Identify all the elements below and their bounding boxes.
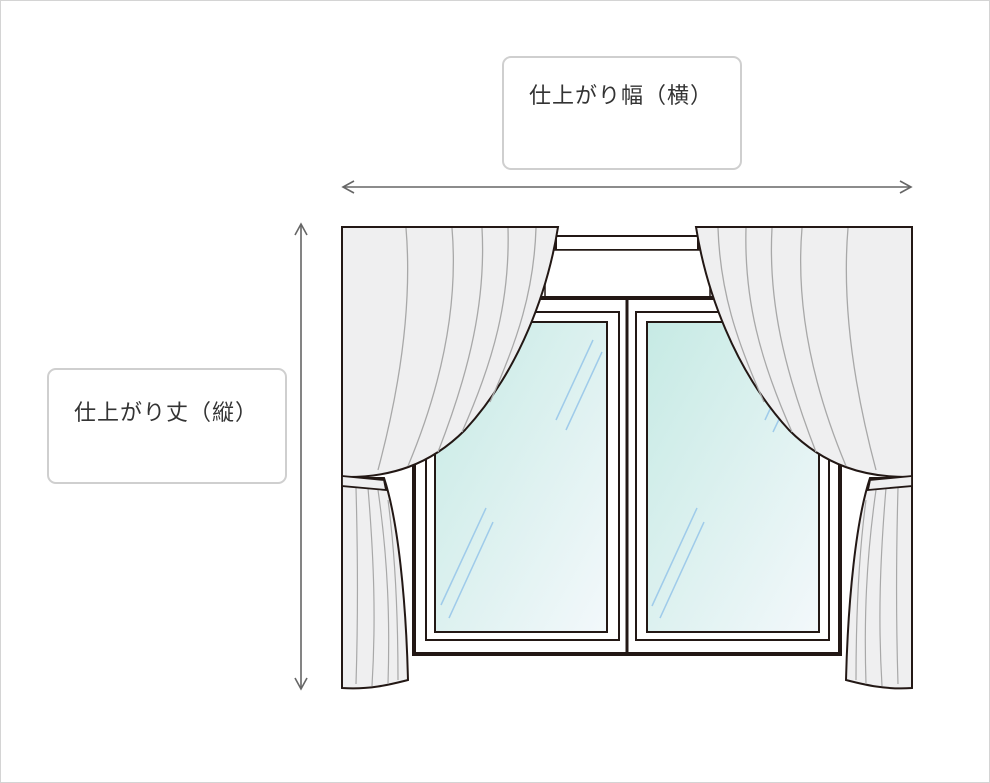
width-dimension-arrow	[341, 180, 913, 194]
width-label-box: 仕上がり幅（横）	[502, 56, 742, 170]
width-label: 仕上がり幅（横）	[529, 84, 714, 109]
window-top-rail	[555, 235, 699, 251]
height-dimension-arrow	[294, 222, 308, 691]
left-curtain	[341, 226, 560, 690]
right-tieback	[866, 475, 913, 492]
right-curtain	[694, 226, 913, 690]
left-tieback	[341, 475, 388, 492]
height-label: 仕上がり丈（縦）	[74, 401, 259, 426]
window-head	[544, 249, 711, 299]
height-label-box: 仕上がり丈（縦）	[47, 368, 287, 484]
